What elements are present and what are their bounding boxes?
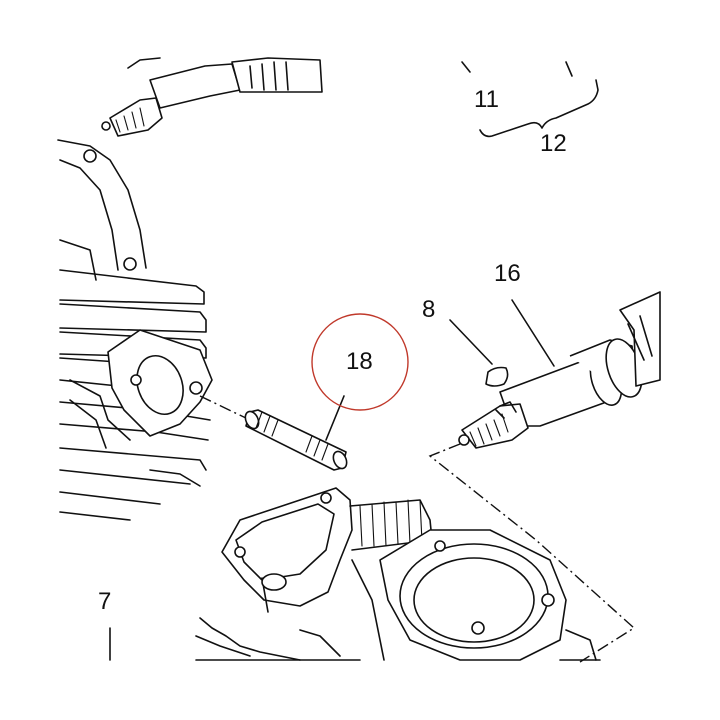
top-shaft-drawing — [101, 57, 323, 137]
callout-12: 12 — [540, 130, 567, 157]
callout-18: 18 — [346, 348, 373, 375]
key-drawing — [449, 319, 509, 387]
cylinder-head-drawing — [195, 487, 601, 661]
highlight-circle-18 — [311, 313, 409, 411]
pin-drawing — [244, 395, 348, 471]
bracket-11-12 — [461, 61, 599, 138]
shaft-drawing — [458, 291, 661, 449]
callout-11: 11 — [474, 86, 499, 113]
cylinder-block-drawing — [57, 139, 213, 521]
callout-16: 16 — [494, 260, 521, 287]
callout-7: 7 — [98, 588, 112, 615]
callout-8: 8 — [422, 296, 436, 323]
pin-axis-line — [199, 395, 251, 421]
